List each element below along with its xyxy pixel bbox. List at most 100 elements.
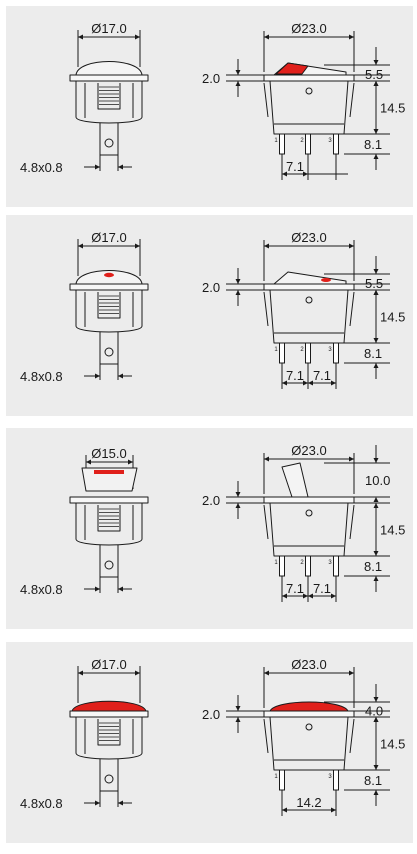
top-dimension-label: 5.5 (365, 67, 383, 82)
pitch-arrow-right (303, 380, 308, 386)
diameter-label: Ø15.0 (91, 446, 126, 461)
flange-dim-arrow-top (235, 492, 241, 497)
diameter-arrow-left (86, 459, 91, 465)
side-pin (279, 769, 285, 791)
pitch-arrow-right (303, 593, 308, 599)
dome-cap (75, 270, 143, 285)
diameter-arrow-right (128, 459, 133, 465)
side-body (269, 502, 349, 557)
flange-dim-arrow-bottom (235, 290, 241, 295)
terminal-tab (99, 332, 119, 365)
indicator-lamp (94, 470, 124, 474)
side-flange (263, 283, 355, 291)
body-dimension-arrow-bottom (373, 765, 379, 770)
spring-housing (97, 292, 121, 319)
flange (69, 496, 149, 504)
dome-cap (75, 61, 143, 76)
flange-dim-arrow-bottom (235, 717, 241, 722)
pins-dimension-arrow (373, 790, 379, 795)
terminal-arrow-left (95, 800, 100, 806)
terminal-label: 4.8x0.8 (20, 369, 63, 384)
pin-label: 1 (274, 560, 278, 566)
pitch-arrow-left (308, 380, 313, 386)
flange-dimension-label: 2.0 (202, 71, 220, 86)
side-pin (333, 133, 339, 155)
terminal-arrow-right (118, 373, 123, 379)
pitch-label: 7.1 (286, 368, 304, 383)
terminal-hole (104, 347, 114, 357)
side-flange (263, 496, 355, 504)
pin-label: 1 (274, 347, 278, 353)
side-diameter-arrow-right (349, 456, 354, 462)
flange-dimension-label: 2.0 (202, 707, 220, 722)
terminal-arrow-right (118, 800, 123, 806)
flange-dimension-label: 2.0 (202, 493, 220, 508)
side-diameter-label: Ø23.0 (291, 443, 326, 458)
pins-dimension-label: 8.1 (364, 137, 382, 152)
side-body-hole (305, 509, 313, 517)
top-dimension-label: 5.5 (365, 276, 383, 291)
top-dimension-arrow (373, 697, 379, 702)
side-body (269, 80, 349, 135)
side-pin (305, 555, 311, 577)
side-diameter-arrow-right (349, 670, 354, 676)
body-dimension-arrow-bottom (373, 338, 379, 343)
terminal-tab (99, 759, 119, 792)
side-pin (333, 769, 339, 791)
body-ribs (84, 83, 134, 118)
flange (69, 283, 149, 291)
pin-label: 2 (300, 138, 304, 144)
pitch-label: 7.1 (286, 581, 304, 596)
side-flange (263, 74, 355, 82)
pitch-label: 7.1 (313, 581, 331, 596)
side-pin (333, 342, 339, 364)
pitch-arrow-left (282, 593, 287, 599)
body-dimension-label: 14.5 (380, 737, 405, 752)
flange (69, 710, 149, 718)
side-flange (263, 710, 355, 718)
side-body-hole (305, 296, 313, 304)
red-dome-actuator (269, 701, 349, 712)
terminal-hole (104, 560, 114, 570)
pitch-arrow-left (308, 593, 313, 599)
toggle-actuator (281, 462, 309, 498)
side-body-hole (305, 723, 313, 731)
top-dimension-arrow (373, 269, 379, 274)
terminal-tab (99, 545, 119, 578)
body-dimension-arrow-top (373, 717, 379, 722)
rocker-indicator-dot (321, 278, 331, 282)
terminal-arrow-left (95, 586, 100, 592)
pitch-arrow-left (282, 171, 287, 177)
side-pin (279, 555, 285, 577)
diameter-label: Ø17.0 (91, 657, 126, 672)
side-diameter-label: Ø23.0 (291, 657, 326, 672)
terminal-arrow-left (95, 164, 100, 170)
flange-dim-arrow-bottom (235, 81, 241, 86)
flange-dim-arrow-top (235, 279, 241, 284)
body-dimension-label: 14.5 (380, 101, 405, 116)
body-ribs (84, 505, 134, 540)
pins-dimension-label: 8.1 (364, 559, 382, 574)
body-dimension-arrow-bottom (373, 129, 379, 134)
pin-label: 1 (274, 138, 278, 144)
flange-dim-arrow-top (235, 706, 241, 711)
latch-springs (263, 718, 355, 754)
terminal-label: 4.8x0.8 (20, 796, 63, 811)
terminal-arrow-right (118, 164, 123, 170)
side-body (269, 289, 349, 344)
spring-housing (97, 83, 121, 110)
spring-housing (97, 719, 121, 746)
indicator-dot (104, 272, 114, 278)
terminal-label: 4.8x0.8 (20, 160, 63, 175)
terminal-arrow-left (95, 373, 100, 379)
body-outline (75, 717, 143, 760)
side-diameter-arrow-left (264, 243, 269, 249)
side-pin (333, 555, 339, 577)
pins-dimension-arrow (373, 154, 379, 159)
side-diameter-arrow-left (264, 456, 269, 462)
flange-dimension-label: 2.0 (202, 280, 220, 295)
